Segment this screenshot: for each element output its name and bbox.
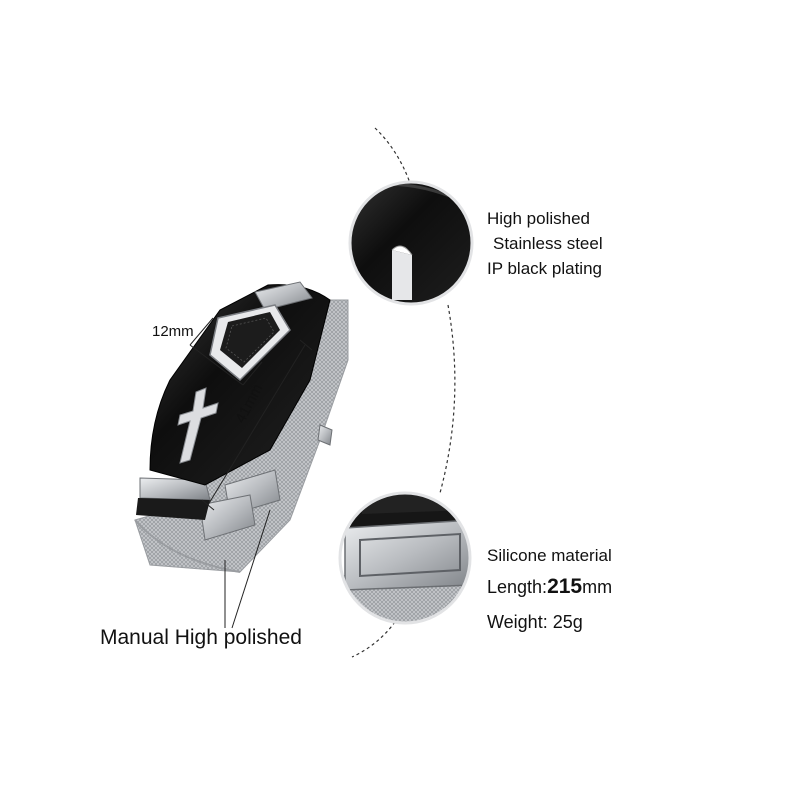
- label-high-polished: High polished: [487, 209, 591, 228]
- label-silicone-material: Silicone material: [487, 546, 612, 565]
- label-weight: Weight: 25g: [487, 612, 583, 632]
- dimension-41mm: [201, 339, 313, 511]
- leader-line-2: [231, 509, 271, 629]
- detail-circle-black-plating: [348, 180, 474, 306]
- detail-circle-silicone: [338, 491, 472, 625]
- bracelet: [134, 281, 349, 573]
- length-unit: mm: [582, 577, 613, 597]
- label-length: Length:215mm: [487, 575, 612, 599]
- label-stainless-steel: Stainless steel: [493, 234, 603, 253]
- dashed-arc-middle: [439, 304, 456, 494]
- label-width-12mm: 12mm: [152, 323, 194, 340]
- cross-cutout: [177, 387, 219, 464]
- length-prefix: Length:: [487, 577, 548, 597]
- dimension-12mm: [189, 317, 263, 386]
- dashed-arc-lower: [351, 621, 396, 658]
- length-value: 215: [547, 575, 583, 598]
- label-manual-high-polished: Manual High polished: [100, 626, 302, 649]
- dashed-arc-upper: [374, 127, 411, 184]
- label-ip-black-plating: IP black plating: [487, 259, 602, 278]
